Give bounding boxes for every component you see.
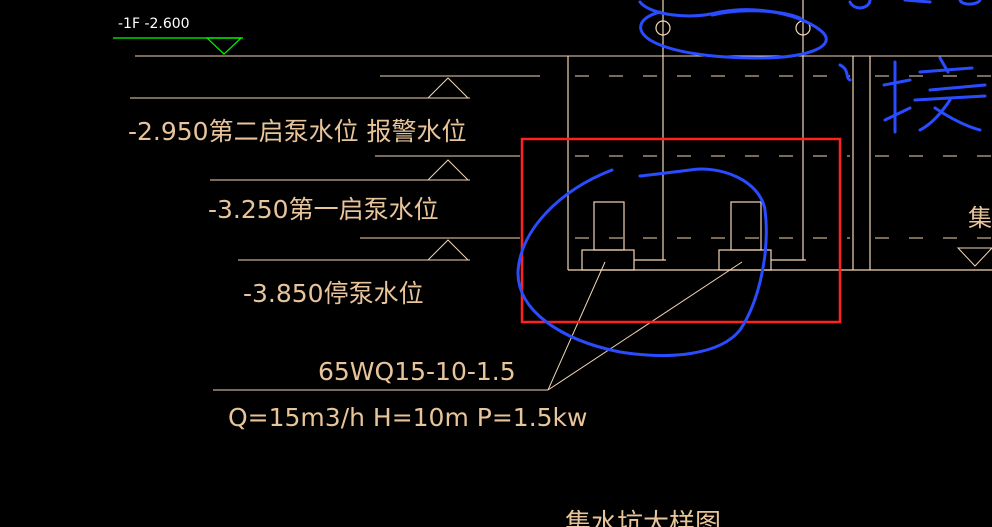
markup-tick: [838, 63, 852, 82]
markup-scribble-top-2: [710, 9, 802, 20]
handwritten-annotation-icon: [882, 0, 987, 134]
markup-scribbles: [516, 0, 872, 357]
water-level-marker-1: [130, 75, 540, 99]
pump-motor: [730, 201, 762, 251]
floor-level-marker: -1F -2.600: [113, 16, 243, 55]
sump-pit: [567, 56, 992, 271]
pump-base: [581, 249, 635, 271]
water-level-label: -3.250第一启泵水位: [208, 195, 439, 224]
markup-circle: [516, 167, 768, 357]
pump-left: [581, 0, 671, 271]
water-level-marker-3: [238, 237, 520, 261]
drawing-title: 集水坑大样图: [565, 509, 721, 527]
valve-icon: [655, 20, 671, 36]
right-level-triangle-icon: [956, 247, 992, 267]
water-level-label: -3.850停泵水位: [243, 279, 424, 308]
floor-level-triangle-icon: [205, 37, 243, 55]
highlight-box: [520, 137, 842, 324]
pump-leaders: [213, 261, 743, 391]
floor-level-label: -1F -2.600: [118, 16, 190, 32]
markup-scribble-right-top: [848, 0, 872, 10]
pump-model-label: 65WQ15-10-1.5: [318, 357, 516, 386]
water-level-marker-2: [210, 155, 520, 181]
pump-leader-line: [547, 261, 606, 391]
level-triangle-icon: [426, 239, 470, 261]
pump-leader-line: [547, 261, 743, 391]
right-edge-label: 集: [968, 204, 992, 232]
pump-motor: [593, 201, 625, 251]
level-triangle-icon: [426, 77, 470, 99]
pit-water-lines: [575, 75, 850, 239]
pump-right: [718, 0, 811, 271]
pump-params-label: Q=15m3/h H=10m P=1.5kw: [228, 403, 587, 432]
water-level-label: -2.950第二启泵水位 报警水位: [128, 117, 467, 146]
level-triangle-icon: [426, 159, 470, 181]
